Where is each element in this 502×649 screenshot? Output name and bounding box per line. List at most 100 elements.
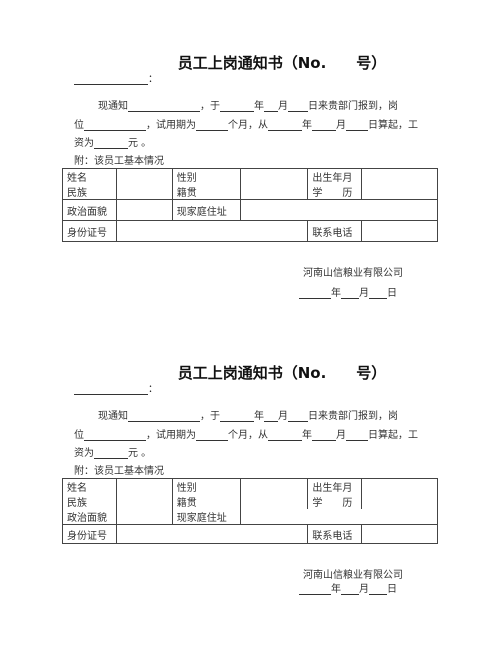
addressee-line: ： [74,380,158,395]
start-year-blank[interactable] [268,119,302,131]
body-text: ，试用期为 [146,120,196,131]
label-native-place: 籍贯 [171,184,241,200]
body-text: 位 [74,430,84,441]
body-line-1: 现通知，于年月日来贵部门报到，岗 [98,407,398,422]
body-text: 年 [302,430,312,441]
date-day-blank[interactable] [369,583,387,595]
date-text: 月 [359,584,369,595]
notice-title: 员工上岗通知书（No. 号） [177,364,387,382]
body-text: 月 [278,101,288,112]
body-text: 现通知 [98,101,128,112]
start-month-blank[interactable] [312,119,336,131]
body-text: 日来贵部门报到，岗 [308,101,398,112]
value-address[interactable] [239,509,439,525]
notice-2: 员工上岗通知书（No. 号） ： 现通知，于年月日来贵部门报到，岗 位，试用期为… [62,362,440,612]
signature-date: 年月日 [299,284,397,299]
body-text: 资为 [74,448,94,459]
company-name: 河南山信粮业有限公司 [303,268,403,279]
start-day-blank[interactable] [346,429,368,441]
label-name: 姓名 [62,168,117,184]
label-id: 身份证号 [62,220,117,242]
addressee-colon: ： [148,384,158,395]
body-text: 日算起，工 [368,430,418,441]
addressee-blank[interactable] [74,73,148,85]
body-text: 资为 [74,138,94,149]
value-gender[interactable] [239,168,309,200]
employee-info-table: 姓名 性别 出生年月 民族 籍贯 学 历 政治面貌 现家庭住址 身份证号 联系电… [62,478,439,544]
position-blank[interactable] [84,429,146,441]
body-line-2: 位，试用期为个月，从年月日算起，工 [74,116,418,131]
attachment-label: 附：该员工基本情况 [74,156,164,167]
label-birth: 出生年月 [307,168,363,184]
label-political: 政治面貌 [62,199,117,221]
body-line-3: 资为 元 。 [74,444,151,459]
employee-name-blank[interactable] [128,410,200,422]
value-gender[interactable] [239,478,309,509]
date-month-blank[interactable] [341,583,359,595]
attachment-label: 附：该员工基本情况 [74,466,164,477]
label-political: 政治面貌 [62,509,117,525]
date-month-blank[interactable] [341,287,359,299]
label-id: 身份证号 [62,524,117,544]
body-text: ，试用期为 [146,430,196,441]
body-text: 现通知 [98,411,128,422]
salary-blank[interactable] [94,137,128,149]
report-day-blank[interactable] [288,100,308,112]
body-text: ，于 [200,101,220,112]
value-id[interactable] [115,524,309,544]
report-month-blank[interactable] [264,100,278,112]
value-political[interactable] [115,509,173,525]
value-political[interactable] [115,199,173,221]
body-text: 年 [302,120,312,131]
notice-1: 员工上岗通知书（No. 号） ： 现通知，于年月日来贵部门报到，岗 位，试用期为… [62,52,440,302]
report-month-blank[interactable] [264,410,278,422]
employee-name-blank[interactable] [128,100,200,112]
body-text: 元 。 [128,448,152,459]
body-text: 个月，从 [228,120,268,131]
value-address[interactable] [239,199,439,221]
date-text: 年 [331,584,341,595]
date-year-blank[interactable] [299,583,331,595]
body-text: 个月，从 [228,430,268,441]
value-phone[interactable] [361,220,438,242]
body-line-3: 资为元 。 [74,134,151,149]
notice-title: 员工上岗通知书（No. 号） [177,54,387,72]
value-id[interactable] [115,220,309,242]
body-text: 位 [74,120,84,131]
value-phone[interactable] [361,524,438,544]
position-blank[interactable] [84,119,146,131]
salary-blank[interactable] [94,447,128,459]
employee-info-table: 姓名 性别 出生年月 民族 籍贯 学 历 政治面貌 现家庭住址 身份证号 联系电… [62,168,439,242]
value-birth[interactable] [361,168,438,200]
report-year-blank[interactable] [220,100,254,112]
body-text: ，于 [200,411,220,422]
addressee-blank[interactable] [74,383,148,395]
date-day-blank[interactable] [369,287,387,299]
date-text: 年 [331,288,341,299]
addressee-colon: ： [148,74,158,85]
company-name: 河南山信粮业有限公司 [303,570,403,581]
start-month-blank[interactable] [312,429,336,441]
addressee-line: ： [74,70,158,85]
label-native-place: 籍贯 [171,494,241,509]
date-year-blank[interactable] [299,287,331,299]
report-year-blank[interactable] [220,410,254,422]
body-text: 月 [336,430,346,441]
label-education: 学 历 [307,184,363,200]
report-day-blank[interactable] [288,410,308,422]
probation-months-blank[interactable] [196,429,228,441]
value-name[interactable] [115,478,173,509]
start-year-blank[interactable] [268,429,302,441]
label-gender: 性别 [171,168,241,184]
body-text: 年 [254,411,264,422]
body-text: 年 [254,101,264,112]
probation-months-blank[interactable] [196,119,228,131]
signature-date: 年月日 [299,580,397,595]
body-line-1: 现通知 ，于 年 月 日来贵部门报到，岗 [98,97,398,112]
value-name[interactable] [115,168,173,200]
value-birth[interactable] [361,478,438,509]
label-address: 现家庭住址 [171,509,241,525]
label-gender: 性别 [171,478,241,494]
date-text: 月 [359,288,369,299]
start-day-blank[interactable] [346,119,368,131]
